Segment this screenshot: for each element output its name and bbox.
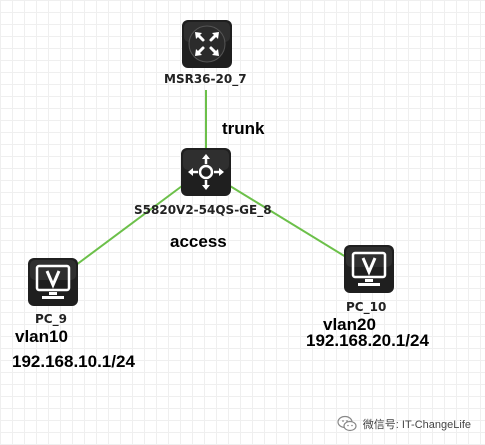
router-icon — [195, 32, 219, 56]
pc10-label: PC_10 — [346, 300, 387, 314]
pc9-label: PC_9 — [35, 312, 67, 326]
l3-switch-icon — [188, 154, 224, 190]
pc9-node[interactable] — [28, 258, 78, 306]
switch-node[interactable] — [181, 148, 231, 196]
pc10-vlan-label: vlan20 — [323, 315, 376, 334]
pc-monitor-icon — [351, 251, 387, 286]
watermark: 微信号: IT-ChangeLife — [337, 415, 471, 433]
pc-monitor-icon — [35, 264, 71, 299]
wechat-icon — [337, 415, 357, 432]
router-label: MSR36-20_7 — [164, 72, 247, 86]
pc10-ip-label: 192.168.20.1/24 — [306, 331, 429, 350]
router-node[interactable] — [182, 20, 232, 68]
pc10-node[interactable] — [344, 245, 394, 293]
pc9-vlan-label: vlan10 — [15, 327, 68, 346]
trunk-link-label: trunk — [222, 119, 265, 138]
watermark-text: 微信号: IT-ChangeLife — [362, 419, 471, 431]
pc9-ip-label: 192.168.10.1/24 — [12, 352, 135, 371]
switch-label: S5820V2-54QS-GE_8 — [134, 203, 272, 217]
access-link-label: access — [170, 232, 227, 251]
link-switch-pc9 — [71, 185, 183, 269]
link-switch-pc10 — [229, 185, 347, 258]
